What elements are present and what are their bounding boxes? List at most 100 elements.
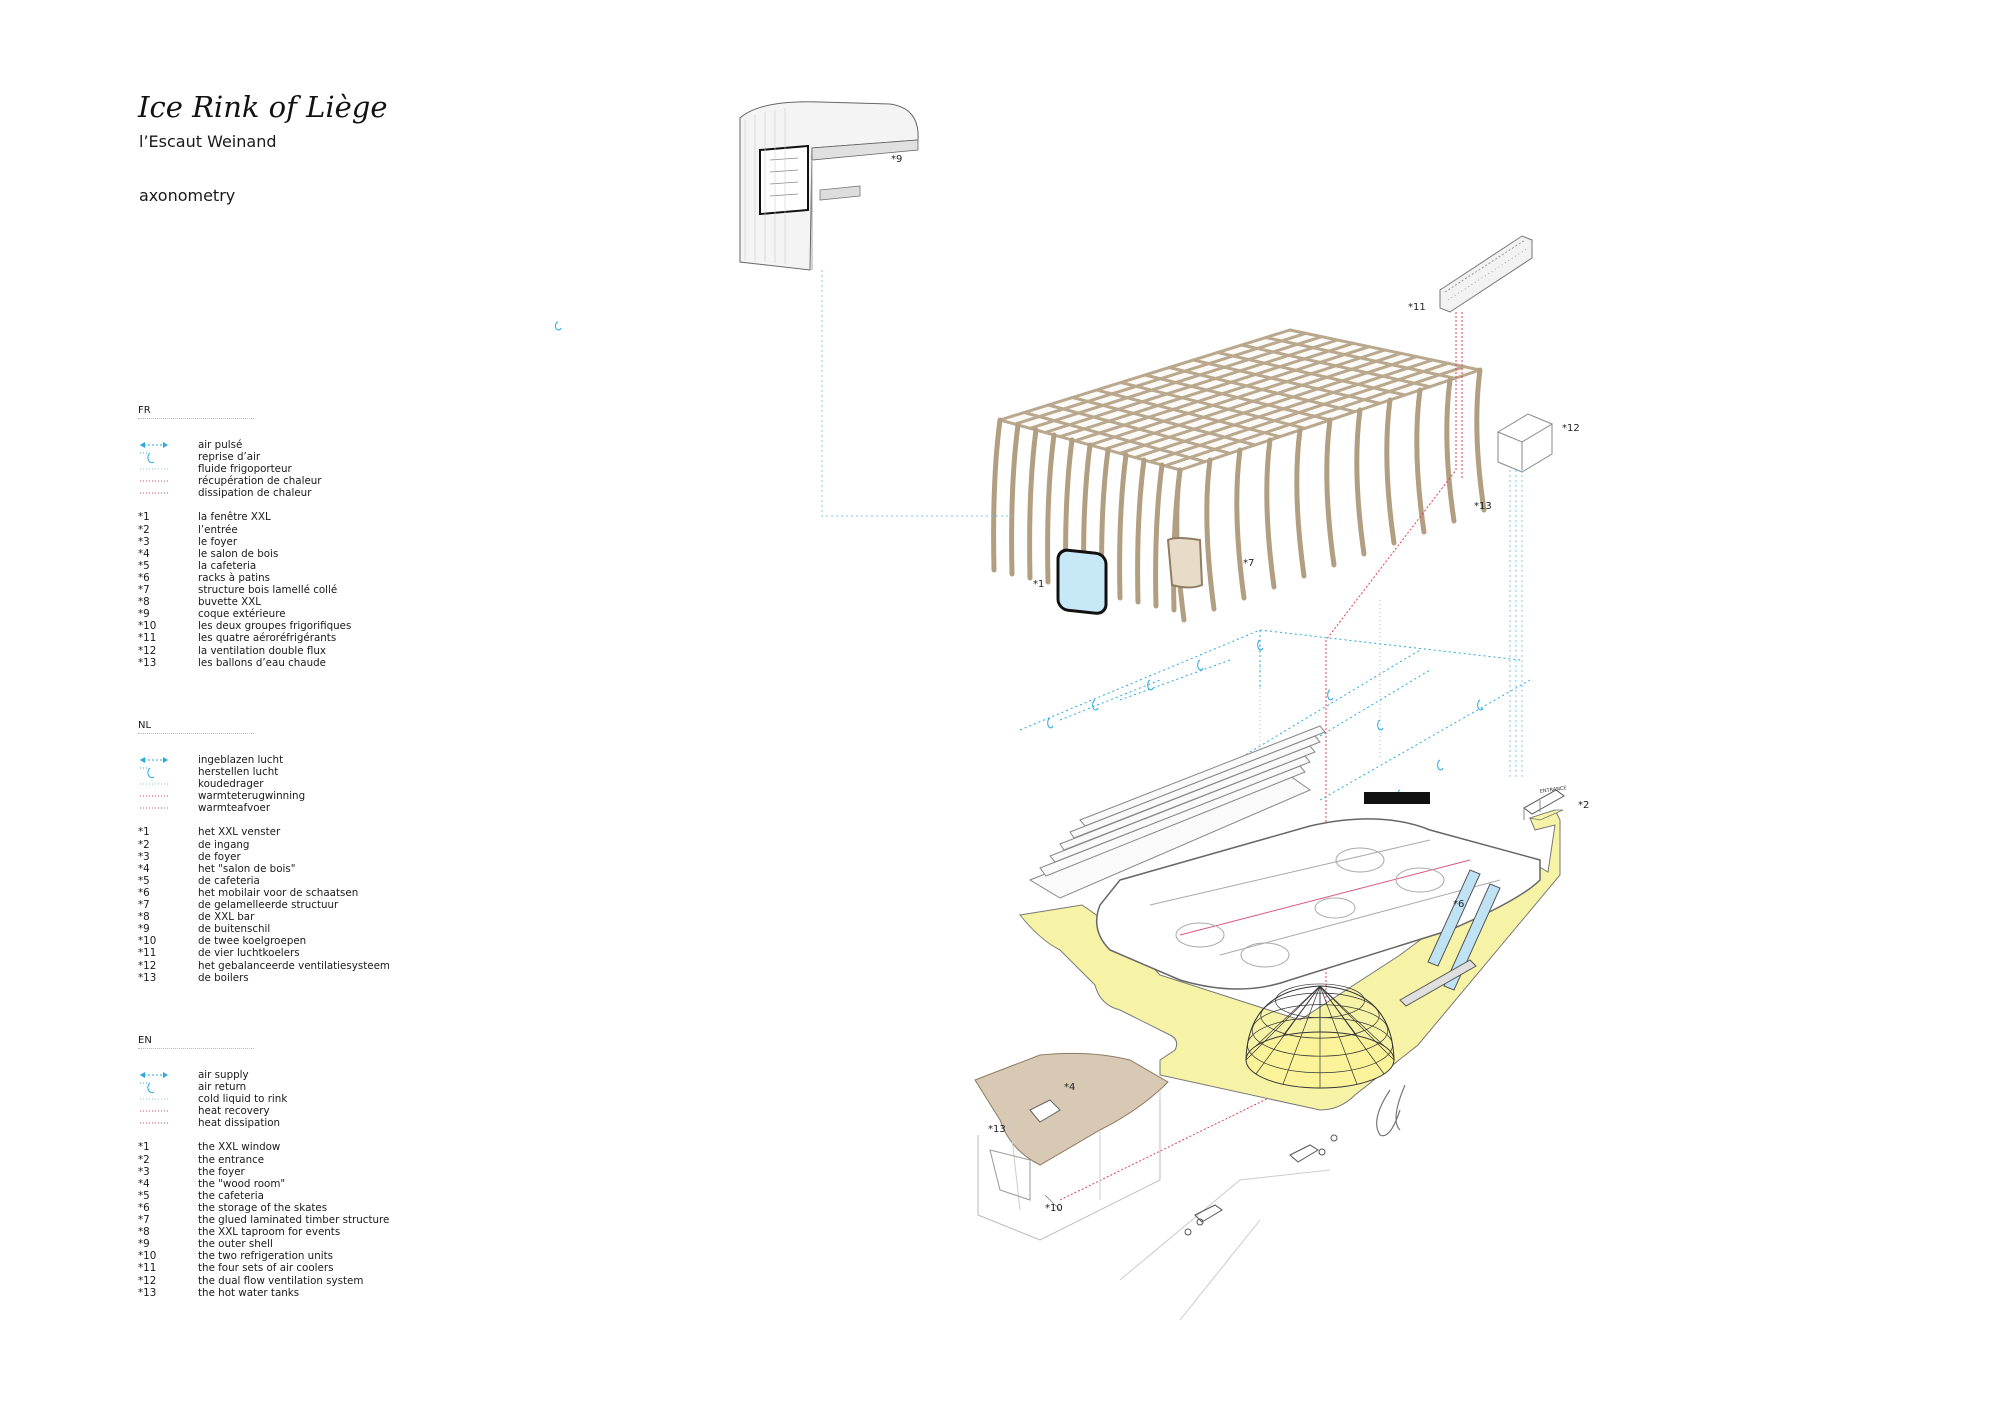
legend-item: *2 de ingang — [138, 839, 478, 851]
legend-heading: EN — [138, 1035, 254, 1049]
legend-item: *6 the storage of the skates — [138, 1202, 478, 1214]
roof-beam — [1163, 365, 1466, 468]
legend-item: *8 buvette XXL — [138, 596, 478, 608]
legend-item-code: *6 — [138, 1201, 150, 1214]
air-return-symbol — [140, 767, 155, 779]
roof-rib — [1117, 452, 1129, 601]
legend-item-code: *10 — [138, 935, 157, 948]
legend-item-code: *6 — [138, 886, 150, 899]
legend-item-code: *3 — [138, 535, 150, 548]
callout-boilers-upper: *13 — [1474, 501, 1492, 512]
dome-strut — [1319, 985, 1395, 1061]
legend-item-code: *8 — [138, 911, 150, 924]
legend-item-code: *13 — [138, 656, 157, 669]
legend-item-text: la cafeteria — [198, 559, 257, 572]
legend-item-text: the four sets of air coolers — [198, 1262, 334, 1275]
legend-item: *5 la cafeteria — [138, 560, 478, 572]
callout-skate-storage: *6 — [1453, 899, 1464, 910]
plant-room — [977, 1100, 1161, 1241]
legend-item-text: la ventilation double flux — [198, 644, 326, 657]
legend-item-text: de vier luchtkoelers — [198, 947, 300, 960]
legend-item-code: *4 — [138, 547, 150, 560]
legend-item-code: *2 — [138, 838, 150, 851]
outer-shell — [739, 101, 919, 271]
legend-item-code: *1 — [138, 1141, 150, 1154]
legend-item-code: *4 — [138, 862, 150, 875]
roof-rib — [1444, 377, 1457, 524]
legend-nl: NL ingeblazen lucht herstellen lucht kou… — [138, 720, 478, 984]
legend-item-text: het XXL venster — [198, 826, 281, 839]
air-supply-symbol — [140, 757, 168, 763]
dome-strut — [1255, 985, 1321, 1047]
roof-rib — [1324, 417, 1337, 568]
callout-boilers: *13 — [988, 1124, 1006, 1135]
roof-beam — [1288, 328, 1482, 372]
roof-rib — [1384, 397, 1397, 546]
legend-item-code: *1 — [138, 511, 150, 524]
legend-item-code: *7 — [138, 1214, 150, 1227]
legend-flow: warmteafvoer — [198, 802, 271, 815]
legend-item: *11 de vier luchtkoelers — [138, 947, 478, 959]
drawing-title: Ice Rink of Liège — [138, 90, 388, 124]
legend-flow: heat recovery — [198, 1105, 270, 1118]
legend-item-text: het mobilair voor de schaatsen — [198, 886, 359, 899]
legend-item-text: de gelamelleerde structuur — [198, 899, 339, 912]
timber-roof-structure — [991, 328, 1487, 623]
legend-item-code: *5 — [138, 874, 150, 887]
air-diffusers — [1047, 639, 1484, 801]
dome-strut — [1319, 985, 1358, 1085]
legend-item-code: *12 — [138, 644, 157, 657]
legend-item-code: *4 — [138, 1177, 150, 1190]
legend-item-text: de XXL bar — [198, 911, 255, 924]
dome-strut — [1319, 985, 1358, 1036]
legend-flow: herstellen lucht — [198, 766, 279, 779]
callout-air-coolers: *11 — [1408, 302, 1426, 313]
legend-item-code: *5 — [138, 559, 150, 572]
air-diffuser-icon — [1257, 639, 1264, 651]
legend-item-code: *1 — [138, 826, 150, 839]
dome-strut — [1245, 985, 1321, 1061]
legend-item-text: de buitenschil — [198, 923, 271, 936]
legend-item-code: *9 — [138, 608, 150, 621]
legend-item-text: buvette XXL — [198, 596, 262, 609]
callout-wood-room: *4 — [1064, 1082, 1075, 1093]
air-return-icon — [554, 321, 562, 331]
legend-item-text: the dual flow ventilation system — [198, 1274, 364, 1287]
legend-flow: ingeblazen lucht — [198, 754, 284, 766]
legend-item-code: *8 — [138, 596, 150, 609]
legend-item-code: *11 — [138, 947, 157, 960]
legend-item-text: the foyer — [198, 1165, 245, 1178]
legend-item-text: de foyer — [198, 850, 241, 863]
legend-flow: reprise d’air — [198, 451, 261, 464]
legend-flow: koudedrager — [198, 778, 264, 791]
legend-item-text: structure bois lamellé collé — [198, 584, 338, 597]
legend-item-code: *13 — [138, 1286, 157, 1299]
legend-item-code: *10 — [138, 620, 157, 633]
legend-item-text: racks à patins — [198, 571, 271, 584]
roof-rib — [1264, 437, 1277, 590]
legend-item-text: la fenêtre XXL — [198, 511, 271, 524]
dome-strut — [1319, 985, 1385, 1047]
legend-item: *1 la fenêtre XXL — [138, 511, 478, 523]
roof-rib — [1135, 457, 1147, 605]
legend-item-text: het "salon de bois" — [198, 862, 296, 875]
roof-rib — [991, 417, 1003, 573]
air-diffuser-icon — [1147, 679, 1154, 691]
roof-rib — [1204, 457, 1217, 612]
legend-item-text: the storage of the skates — [198, 1201, 328, 1214]
roof-rib — [1354, 407, 1367, 557]
legend-item-text: de ingang — [198, 838, 250, 851]
